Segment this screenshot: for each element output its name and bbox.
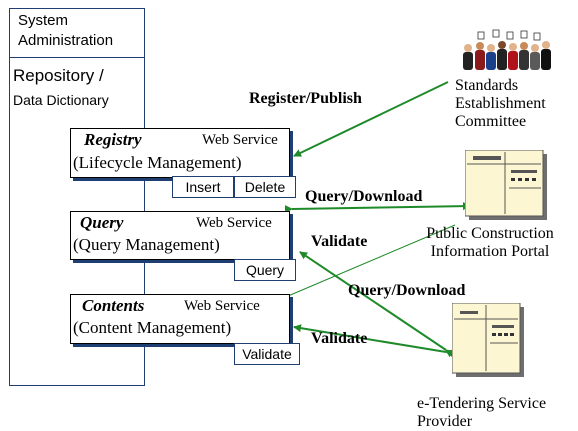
query-service-description: (Query Management) — [73, 235, 220, 254]
portal-query-download-arrow — [284, 202, 471, 214]
query-button[interactable]: Query — [234, 259, 296, 281]
registry-service-type: Web Service — [202, 132, 278, 148]
insert-button[interactable]: Insert — [172, 176, 234, 198]
portal-document-icon[interactable] — [465, 150, 549, 222]
validate-label-provider: Validate — [311, 330, 368, 347]
registry-service-description: (Lifecycle Management) — [73, 153, 242, 172]
query-service-name: Query — [80, 213, 124, 232]
query-download-label-provider: Query/Download — [348, 282, 466, 299]
standards-committee-label: Standards Establishment Committee — [455, 77, 546, 130]
provider-label: e-Tendering Service Provider — [417, 395, 547, 430]
validate-button[interactable]: Validate — [234, 343, 300, 365]
contents-service-name: Contents — [82, 296, 145, 315]
contents-service-description: (Content Management) — [73, 318, 232, 337]
portal-label: Public Construction Information Portal — [426, 225, 554, 260]
contents-service-type: Web Service — [184, 298, 260, 314]
repository-title: Repository / — [13, 66, 104, 85]
delete-button[interactable]: Delete — [234, 176, 296, 198]
query-service-type: Web Service — [196, 215, 272, 231]
registry-service-box[interactable] — [70, 128, 290, 178]
system-administration-box[interactable] — [9, 8, 145, 58]
provider-validate-arrow — [293, 324, 454, 358]
provider-document-icon[interactable] — [452, 303, 526, 379]
registry-service-name: Registry — [84, 130, 142, 149]
repository-subtitle: Data Dictionary — [13, 92, 109, 108]
register-publish-label: Register/Publish — [249, 90, 362, 107]
validate-label-portal: Validate — [311, 233, 368, 250]
system-administration-label: System Administration — [18, 12, 114, 49]
committee-people-icon — [463, 29, 551, 70]
query-service-box[interactable] — [70, 211, 290, 260]
contents-service-box[interactable] — [70, 294, 290, 344]
register-publish-arrow — [293, 81, 449, 157]
query-download-label-portal: Query/Download — [305, 188, 423, 205]
